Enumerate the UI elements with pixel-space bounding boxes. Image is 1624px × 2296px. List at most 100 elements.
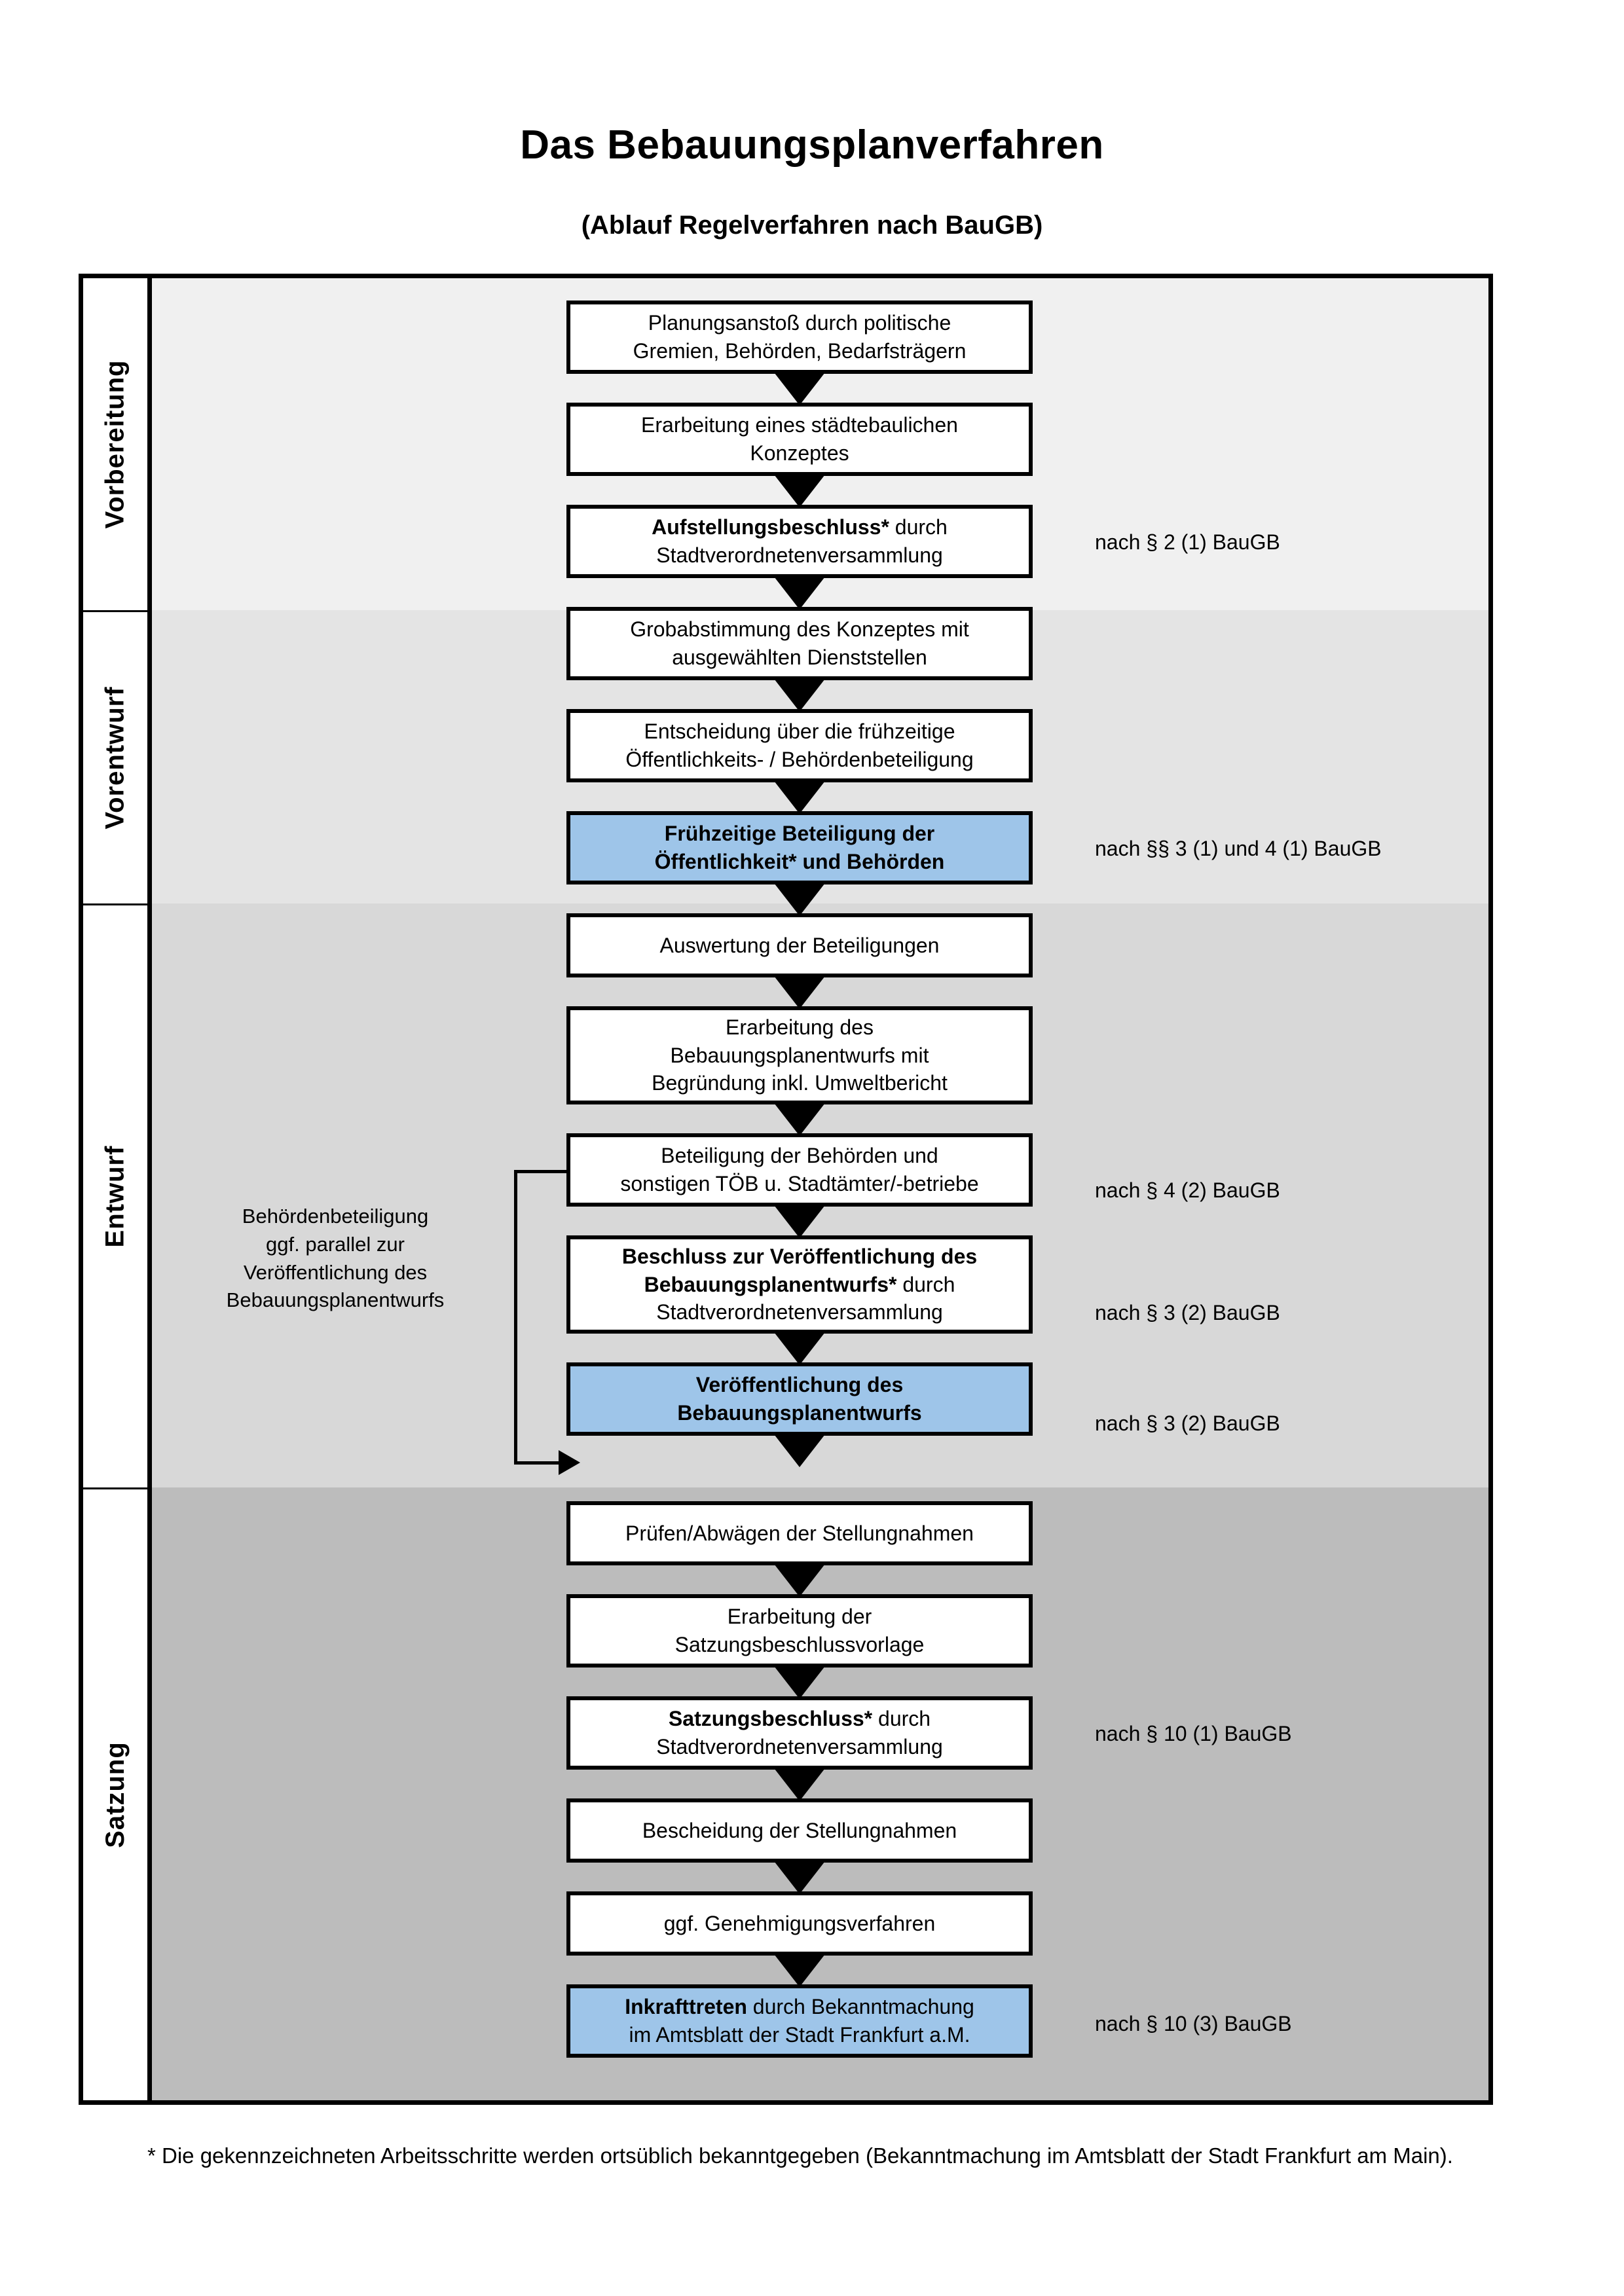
side-note-line: Behördenbeteiligung: [242, 1205, 429, 1228]
connector-arrow-s2-s3: [772, 472, 827, 507]
box-line: Prüfen/Abwägen der Stellungnahmen: [625, 1521, 974, 1545]
box-line: Inkrafttreten durch Bekanntmachung: [625, 1993, 974, 2021]
process-box-erarbeitung-konzept[interactable]: Erarbeitung eines städtebaulichen Konzep…: [566, 403, 1033, 476]
box-line: ausgewählten Dienststellen: [672, 646, 927, 669]
box-line-bold: Bebauungsplanentwurfs*: [644, 1272, 897, 1296]
phase-label-vorentwurf: Vorentwurf: [83, 612, 147, 903]
box-line: Gremien, Behörden, Bedarfsträgern: [633, 339, 967, 363]
connector-arrow-s9-s10: [772, 1203, 827, 1238]
process-box-entscheidung-fruehzeitige[interactable]: Entscheidung über die frühzeitige Öffent…: [566, 709, 1033, 782]
annotation-paragraph-4-2: nach § 4 (2) BauGB: [1095, 1178, 1280, 1202]
box-line-bold: Bebauungsplanentwurfs: [677, 1401, 922, 1425]
box-line: Erarbeitung des: [726, 1015, 874, 1039]
connector-arrow-s6-s7: [772, 881, 827, 916]
connector-arrow-s15-s16: [772, 1859, 827, 1894]
annotation-paragraph-2-1: nach § 2 (1) BauGB: [1095, 530, 1280, 554]
box-line: ggf. Genehmigungsverfahren: [663, 1911, 936, 1935]
box-line-bold: Veröffentlichung des: [695, 1373, 904, 1397]
box-line: Beteiligung der Behörden und: [661, 1144, 938, 1168]
annotation-paragraph-10-1: nach § 10 (1) BauGB: [1095, 1722, 1292, 1745]
phase-label-satzung: Satzung: [83, 1489, 147, 2100]
connector-arrow-s1-s2: [772, 370, 827, 405]
annotation-paragraph-3-1-4-1: nach §§ 3 (1) und 4 (1) BauGB: [1095, 837, 1382, 860]
connector-arrow-s16-s17: [772, 1952, 827, 1987]
page-title: Das Bebauungsplanverfahren: [520, 122, 1104, 168]
box-line: Stadtverordnetenversammlung: [656, 1300, 943, 1324]
process-box-beschluss-veroeffentlichung[interactable]: Beschluss zur Veröffentlichung des Bebau…: [566, 1235, 1033, 1334]
box-line: Planungsanstoß durch politische: [648, 311, 951, 335]
box-line-bold: Beschluss zur Veröffentlichung des: [621, 1244, 978, 1268]
side-note-line: Bebauungsplanentwurfs: [226, 1288, 445, 1312]
box-line: Satzungsbeschlussvorlage: [674, 1633, 925, 1656]
process-box-grobabstimmung[interactable]: Grobabstimmung des Konzeptes mit ausgewä…: [566, 607, 1033, 680]
connector-arrow-s3-s4: [772, 574, 827, 610]
side-note-behoerdenbeteiligung: Behördenbeteiligung ggf. parallel zur Ve…: [185, 1203, 486, 1315]
box-line-bold: Inkrafttreten: [625, 1995, 747, 2019]
process-box-erarbeitung-satzungsbeschlussvorlage[interactable]: Erarbeitung der Satzungsbeschlussvorlage: [566, 1594, 1033, 1667]
page-subtitle: (Ablauf Regelverfahren nach BauGB): [581, 211, 1043, 240]
box-line-bold: Frühzeitige Beteiligung der: [664, 822, 935, 846]
box-line: Frühzeitige Beteiligung der: [665, 820, 934, 848]
phase-separator-1: [83, 610, 147, 612]
feedback-loop-arrowhead: [559, 1450, 580, 1475]
connector-arrow-s4-s5: [772, 676, 827, 712]
connector-arrow-s14-s15: [772, 1766, 827, 1801]
box-line: Bebauungsplanentwurfs: [677, 1399, 921, 1427]
box-line: Entscheidung über die frühzeitige: [644, 720, 955, 744]
process-box-aufstellungsbeschluss[interactable]: Aufstellungsbeschluss* durch Stadtverord…: [566, 505, 1033, 578]
box-line-suffix: durch: [889, 515, 948, 539]
phase-separator-2: [83, 903, 147, 905]
connector-arrow-s12-s13: [772, 1561, 827, 1597]
process-box-pruefen-abwaegen[interactable]: Prüfen/Abwägen der Stellungnahmen: [566, 1501, 1033, 1565]
connector-arrow-s5-s6: [772, 778, 827, 814]
box-line: Öffentlichkeit* und Behörden: [655, 848, 945, 876]
box-line: Stadtverordnetenversammlung: [656, 543, 943, 567]
phase-label-entwurf: Entwurf: [83, 905, 147, 1487]
phase-label-text: Entwurf: [100, 1145, 130, 1248]
feedback-loop-bottom-segment: [514, 1461, 560, 1465]
process-box-auswertung-beteiligungen[interactable]: Auswertung der Beteiligungen: [566, 913, 1033, 977]
process-box-fruehzeitige-beteiligung[interactable]: Frühzeitige Beteiligung der Öffentlichke…: [566, 811, 1033, 884]
connector-arrow-s11-s12: [772, 1432, 827, 1467]
box-line: Bebauungsplanentwurfs* durch: [644, 1271, 955, 1299]
box-line-bold: Satzungsbeschluss*: [668, 1707, 873, 1731]
box-line: Stadtverordnetenversammlung: [656, 1735, 943, 1758]
process-box-bescheidung-stellungnahmen[interactable]: Bescheidung der Stellungnahmen: [566, 1798, 1033, 1863]
side-note-line: ggf. parallel zur: [266, 1232, 405, 1256]
phase-column-divider: [147, 278, 152, 2100]
box-line: Bebauungsplanentwurfs mit: [670, 1043, 929, 1067]
annotation-paragraph-3-2-b: nach § 3 (2) BauGB: [1095, 1412, 1280, 1435]
process-box-veroeffentlichung-entwurf[interactable]: Veröffentlichung des Bebauungsplanentwur…: [566, 1362, 1033, 1436]
feedback-loop-top-segment: [514, 1170, 570, 1173]
side-note-line: Veröffentlichung des: [243, 1260, 428, 1284]
box-line-suffix: durch: [896, 1272, 955, 1296]
process-box-satzungsbeschluss[interactable]: Satzungsbeschluss* durch Stadtverordnete…: [566, 1696, 1033, 1770]
box-line-suffix: durch Bekanntmachung: [747, 1995, 974, 2019]
box-line-bold: Öffentlichkeit* und Behörden: [654, 850, 945, 873]
process-box-beteiligung-behoerden[interactable]: Beteiligung der Behörden und sonstigen T…: [566, 1133, 1033, 1207]
box-line: Begründung inkl. Umweltbericht: [652, 1071, 948, 1095]
phase-label-vorbereitung: Vorbereitung: [83, 278, 147, 610]
feedback-loop-vertical-segment: [514, 1170, 517, 1465]
phase-label-text: Vorbereitung: [100, 359, 130, 529]
box-line-suffix: durch: [872, 1707, 931, 1731]
connector-arrow-s7-s8: [772, 974, 827, 1009]
box-line: Grobabstimmung des Konzeptes mit: [630, 617, 969, 642]
process-box-planungsanstoss[interactable]: Planungsanstoß durch politische Gremien,…: [566, 301, 1033, 374]
flowchart-frame: Vorbereitung Vorentwurf Entwurf Satzung …: [79, 274, 1493, 2105]
phase-label-text: Satzung: [100, 1741, 130, 1848]
box-line: Veröffentlichung des: [696, 1371, 903, 1399]
process-box-erarbeitung-bebauungsplanentwurf[interactable]: Erarbeitung des Bebauungsplanentwurfs mi…: [566, 1006, 1033, 1104]
box-line: Bescheidung der Stellungnahmen: [642, 1818, 957, 1842]
footnote-text: * Die gekennzeichneten Arbeitsschritte w…: [147, 2143, 1453, 2168]
phase-separator-3: [83, 1487, 147, 1489]
box-line: Aufstellungsbeschluss* durch: [652, 513, 948, 541]
process-box-genehmigungsverfahren[interactable]: ggf. Genehmigungsverfahren: [566, 1891, 1033, 1956]
box-line: Erarbeitung der: [727, 1605, 872, 1629]
process-box-inkrafttreten[interactable]: Inkrafttreten durch Bekanntmachung im Am…: [566, 1984, 1033, 2058]
phase-label-text: Vorentwurf: [100, 686, 130, 829]
box-line: Auswertung der Beteiligungen: [659, 933, 940, 957]
box-line: Beschluss zur Veröffentlichung des: [622, 1243, 977, 1271]
box-line: im Amtsblatt der Stadt Frankfurt a.M.: [629, 2023, 970, 2047]
box-line: sonstigen TÖB u. Stadtämter/-betriebe: [620, 1172, 979, 1195]
